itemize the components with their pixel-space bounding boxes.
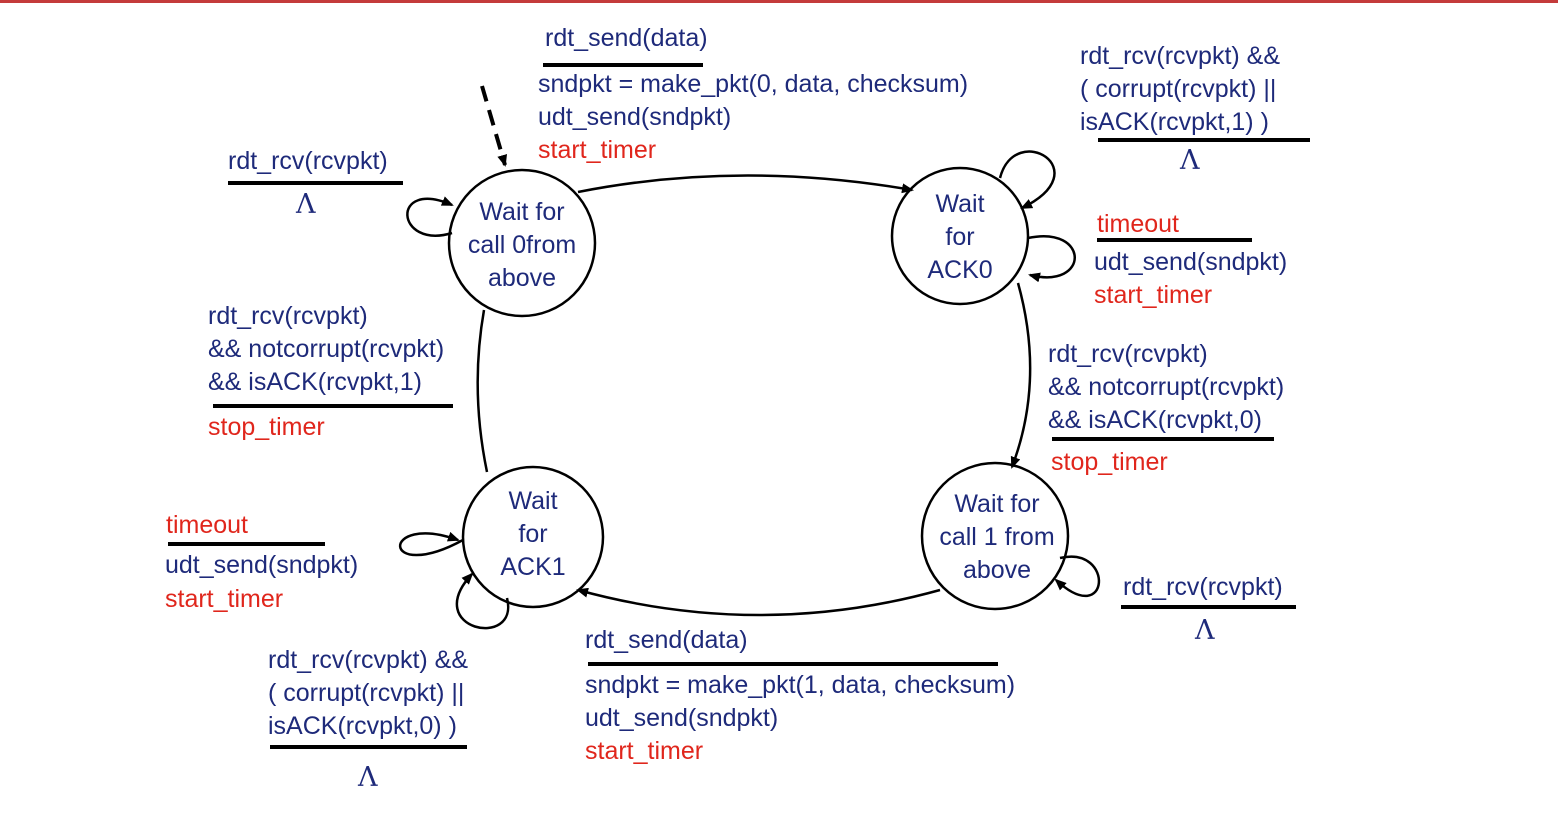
call0-self-action: Λ (296, 189, 316, 220)
call1-to-ack1-divider (588, 662, 998, 666)
state-wait-call0-label: Wait for call 0from above (467, 198, 577, 292)
call1-self-divider (1121, 605, 1296, 609)
call0-to-ack0-divider (543, 63, 703, 67)
call0-self-event: rdt_rcv(rcvpkt) (228, 147, 388, 175)
ack0-to-call1-event-2: && notcorrupt(rcvpkt) (1048, 373, 1285, 401)
ack0-self-corrupt-divider (1098, 138, 1310, 142)
ack1-timeout-action: udt_send(sndpkt) (165, 551, 359, 579)
loop-call1-self (1054, 555, 1101, 597)
loop-ack1-timeout (398, 531, 464, 557)
ack1-self-corrupt-action: Λ (358, 762, 378, 793)
ack1-self-corrupt-event-1: rdt_rcv(rcvpkt) && (268, 646, 469, 674)
ack1-to-call0-divider (213, 404, 453, 408)
edge-call0-to-ack0 (577, 174, 914, 194)
ack1-self-corrupt-event-3: isACK(rcvpkt,0) ) (268, 712, 457, 740)
ack0-self-corrupt-event-3: isACK(rcvpkt,1) ) (1080, 108, 1269, 136)
state-wait-ack1-circle (461, 465, 605, 609)
ack0-self-corrupt-action: Λ (1180, 145, 1200, 176)
call0-to-ack0-event: rdt_send(data) (545, 24, 708, 52)
call0-to-ack0-timer: start_timer (538, 136, 657, 164)
call1-to-ack1-action-2: udt_send(sndpkt) (585, 704, 779, 732)
top-rule (0, 0, 1558, 3)
ack0-self-corrupt-event-2: ( corrupt(rcvpkt) || (1080, 75, 1277, 103)
edge-call1-to-ack1 (576, 587, 941, 617)
call0-self-divider (228, 181, 403, 185)
loop-ack1-self-corrupt (455, 572, 510, 630)
ack0-self-corrupt-event-1: rdt_rcv(rcvpkt) && (1080, 42, 1281, 70)
state-wait-call0-circle (447, 168, 597, 318)
call1-self-action: Λ (1195, 615, 1215, 646)
edge-ack1-to-call0 (476, 309, 489, 473)
ack1-to-call0-timer: stop_timer (208, 413, 325, 441)
state-wait-ack1-label: Wait for ACK1 (500, 487, 566, 581)
loop-call0-self (406, 196, 454, 237)
ack0-to-call1-timer: stop_timer (1051, 448, 1168, 476)
ack0-timeout-divider (1097, 238, 1252, 242)
ack0-to-call1-divider (1052, 437, 1274, 441)
call1-self-event: rdt_rcv(rcvpkt) (1123, 573, 1283, 601)
ack1-timeout-divider (168, 542, 325, 546)
ack1-to-call0-event-3: && isACK(rcvpkt,1) (208, 368, 422, 396)
state-wait-ack0-circle (890, 166, 1030, 306)
call0-to-ack0-action-2: udt_send(sndpkt) (538, 103, 732, 131)
ack0-to-call1-event-3: && isACK(rcvpkt,0) (1048, 406, 1262, 434)
initial-arrow (480, 85, 508, 167)
ack1-timeout-timer: start_timer (165, 585, 284, 613)
ack1-timeout-event: timeout (166, 511, 248, 539)
loop-ack0-timeout (1027, 235, 1076, 283)
ack0-timeout-event: timeout (1097, 210, 1179, 238)
edge-ack0-to-call1 (1010, 282, 1032, 469)
ack0-to-call1-event-1: rdt_rcv(rcvpkt) (1048, 340, 1208, 368)
ack1-self-corrupt-divider (270, 745, 467, 749)
ack0-timeout-action: udt_send(sndpkt) (1094, 248, 1288, 276)
state-wait-call1-circle (920, 461, 1070, 611)
call1-to-ack1-action-1: sndpkt = make_pkt(1, data, checksum) (585, 671, 1016, 699)
ack1-to-call0-event-2: && notcorrupt(rcvpkt) (208, 335, 445, 363)
state-wait-call1-label: Wait for call 1 from above (939, 490, 1055, 584)
call1-to-ack1-event: rdt_send(data) (585, 626, 748, 654)
ack1-self-corrupt-event-2: ( corrupt(rcvpkt) || (268, 679, 465, 707)
loop-ack0-self-corrupt (998, 150, 1056, 210)
state-wait-ack0-label: Wait for ACK0 (927, 190, 993, 284)
call1-to-ack1-timer: start_timer (585, 737, 704, 765)
call0-to-ack0-action-1: sndpkt = make_pkt(0, data, checksum) (538, 70, 969, 98)
ack1-to-call0-event-1: rdt_rcv(rcvpkt) (208, 302, 368, 330)
ack0-timeout-timer: start_timer (1094, 281, 1213, 309)
